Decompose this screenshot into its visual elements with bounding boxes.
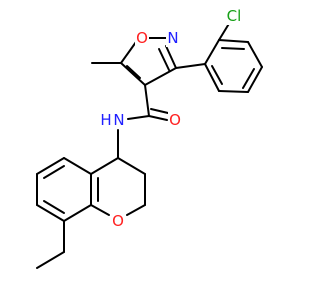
bond-c4-carbonyl xyxy=(144,84,150,117)
bond-ethyl1-ethyl2 xyxy=(36,251,65,269)
bond-ph6-ph1 xyxy=(204,63,220,92)
bond-ph5-ph6 xyxy=(218,90,249,93)
atom-n-amide-label: N xyxy=(113,111,124,129)
bond-c3-ph xyxy=(175,63,206,69)
bond-carbonyl-o-double xyxy=(150,108,169,114)
atom-cl-label: Cl xyxy=(227,7,242,25)
atom-o-isoxazole: O xyxy=(135,29,149,47)
bond-c2ch-o xyxy=(126,204,146,216)
molecule-structure: Cl O N O H N O xyxy=(36,7,263,269)
atom-o-carbonyl: O xyxy=(168,111,182,129)
atom-o-isoxazole-label: O xyxy=(136,29,148,47)
bond-c3-c4 xyxy=(144,67,177,86)
bond-c8-c8a xyxy=(63,204,92,222)
bond-ph2-ph3 xyxy=(218,39,249,43)
bond-ph2-ph3-double xyxy=(221,47,245,50)
bond-ph3-ph4 xyxy=(247,41,263,68)
bond-n1-c3-double xyxy=(158,48,170,71)
atom-n-isoxazole: N xyxy=(166,29,180,47)
bond-c4ch-c4a xyxy=(90,157,119,175)
bond-c4ch-c3ch xyxy=(117,157,146,175)
bond-c5-o1 xyxy=(120,41,137,64)
bond-n1-c3 xyxy=(165,45,177,69)
bond-ph4-ph5 xyxy=(247,66,263,93)
bonds xyxy=(36,21,263,269)
atom-labels: Cl O N O H N O xyxy=(99,7,245,230)
bond-c4-c5-double xyxy=(126,65,141,79)
atom-n-isoxazole-label: N xyxy=(167,29,178,47)
bond-c4-c5 xyxy=(120,62,146,86)
atom-o-carbonyl-label: O xyxy=(169,111,181,129)
bond-carbonyl-o xyxy=(148,115,168,121)
atom-o-chroman: O xyxy=(111,212,125,230)
atom-nh-amide: H N xyxy=(99,111,127,129)
bond-c5-c6 xyxy=(36,157,65,175)
bond-o-c8a xyxy=(90,204,110,216)
bond-c7-c8-double xyxy=(43,200,65,214)
bond-carbonyl-n xyxy=(127,115,150,120)
bond-c5-c6-double xyxy=(43,165,65,179)
atom-h-amide-label: H xyxy=(100,111,111,129)
bond-ph6-ph1-double xyxy=(211,65,223,85)
atom-o-chroman-label: O xyxy=(112,212,124,230)
bond-c7-c8 xyxy=(36,204,65,222)
bond-ph4-ph5-double xyxy=(242,68,255,89)
bond-c4a-c5 xyxy=(63,157,92,175)
bond-ph1-ph2 xyxy=(204,39,220,65)
atom-cl: Cl xyxy=(223,7,245,25)
